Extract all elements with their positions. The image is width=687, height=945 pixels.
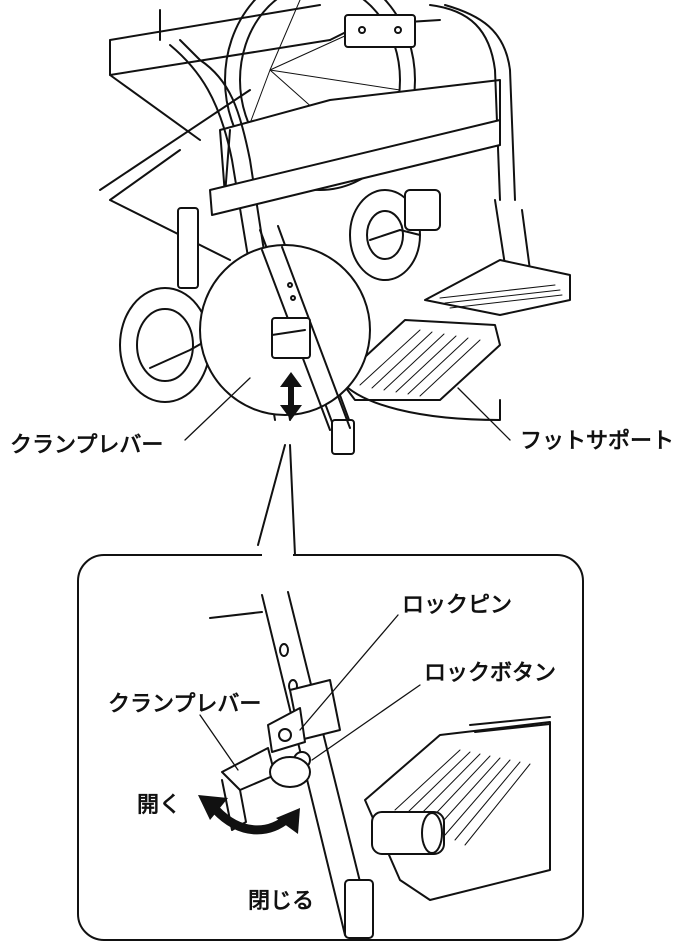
leader-lines-top <box>184 377 511 441</box>
close-label: 閉じる <box>248 889 314 914</box>
clamp-lever-label-detail: クランプレバー <box>108 692 261 717</box>
detail-illustration <box>209 591 551 939</box>
callout-connector <box>257 444 296 556</box>
detail-circle <box>199 244 371 431</box>
wheelchair-illustration <box>99 0 571 455</box>
clamp-lever-label-top: クランプレバー <box>10 433 163 458</box>
double-headed-arrow-icon <box>280 372 302 420</box>
foot-support-label: フットサポート <box>520 428 674 454</box>
curved-double-arrow-icon <box>198 795 300 835</box>
open-label: 開く <box>137 793 181 818</box>
leader-lines-detail <box>199 614 421 771</box>
lock-button-label: ロックボタン <box>424 661 556 686</box>
lock-pin-label: ロックピン <box>402 593 512 618</box>
